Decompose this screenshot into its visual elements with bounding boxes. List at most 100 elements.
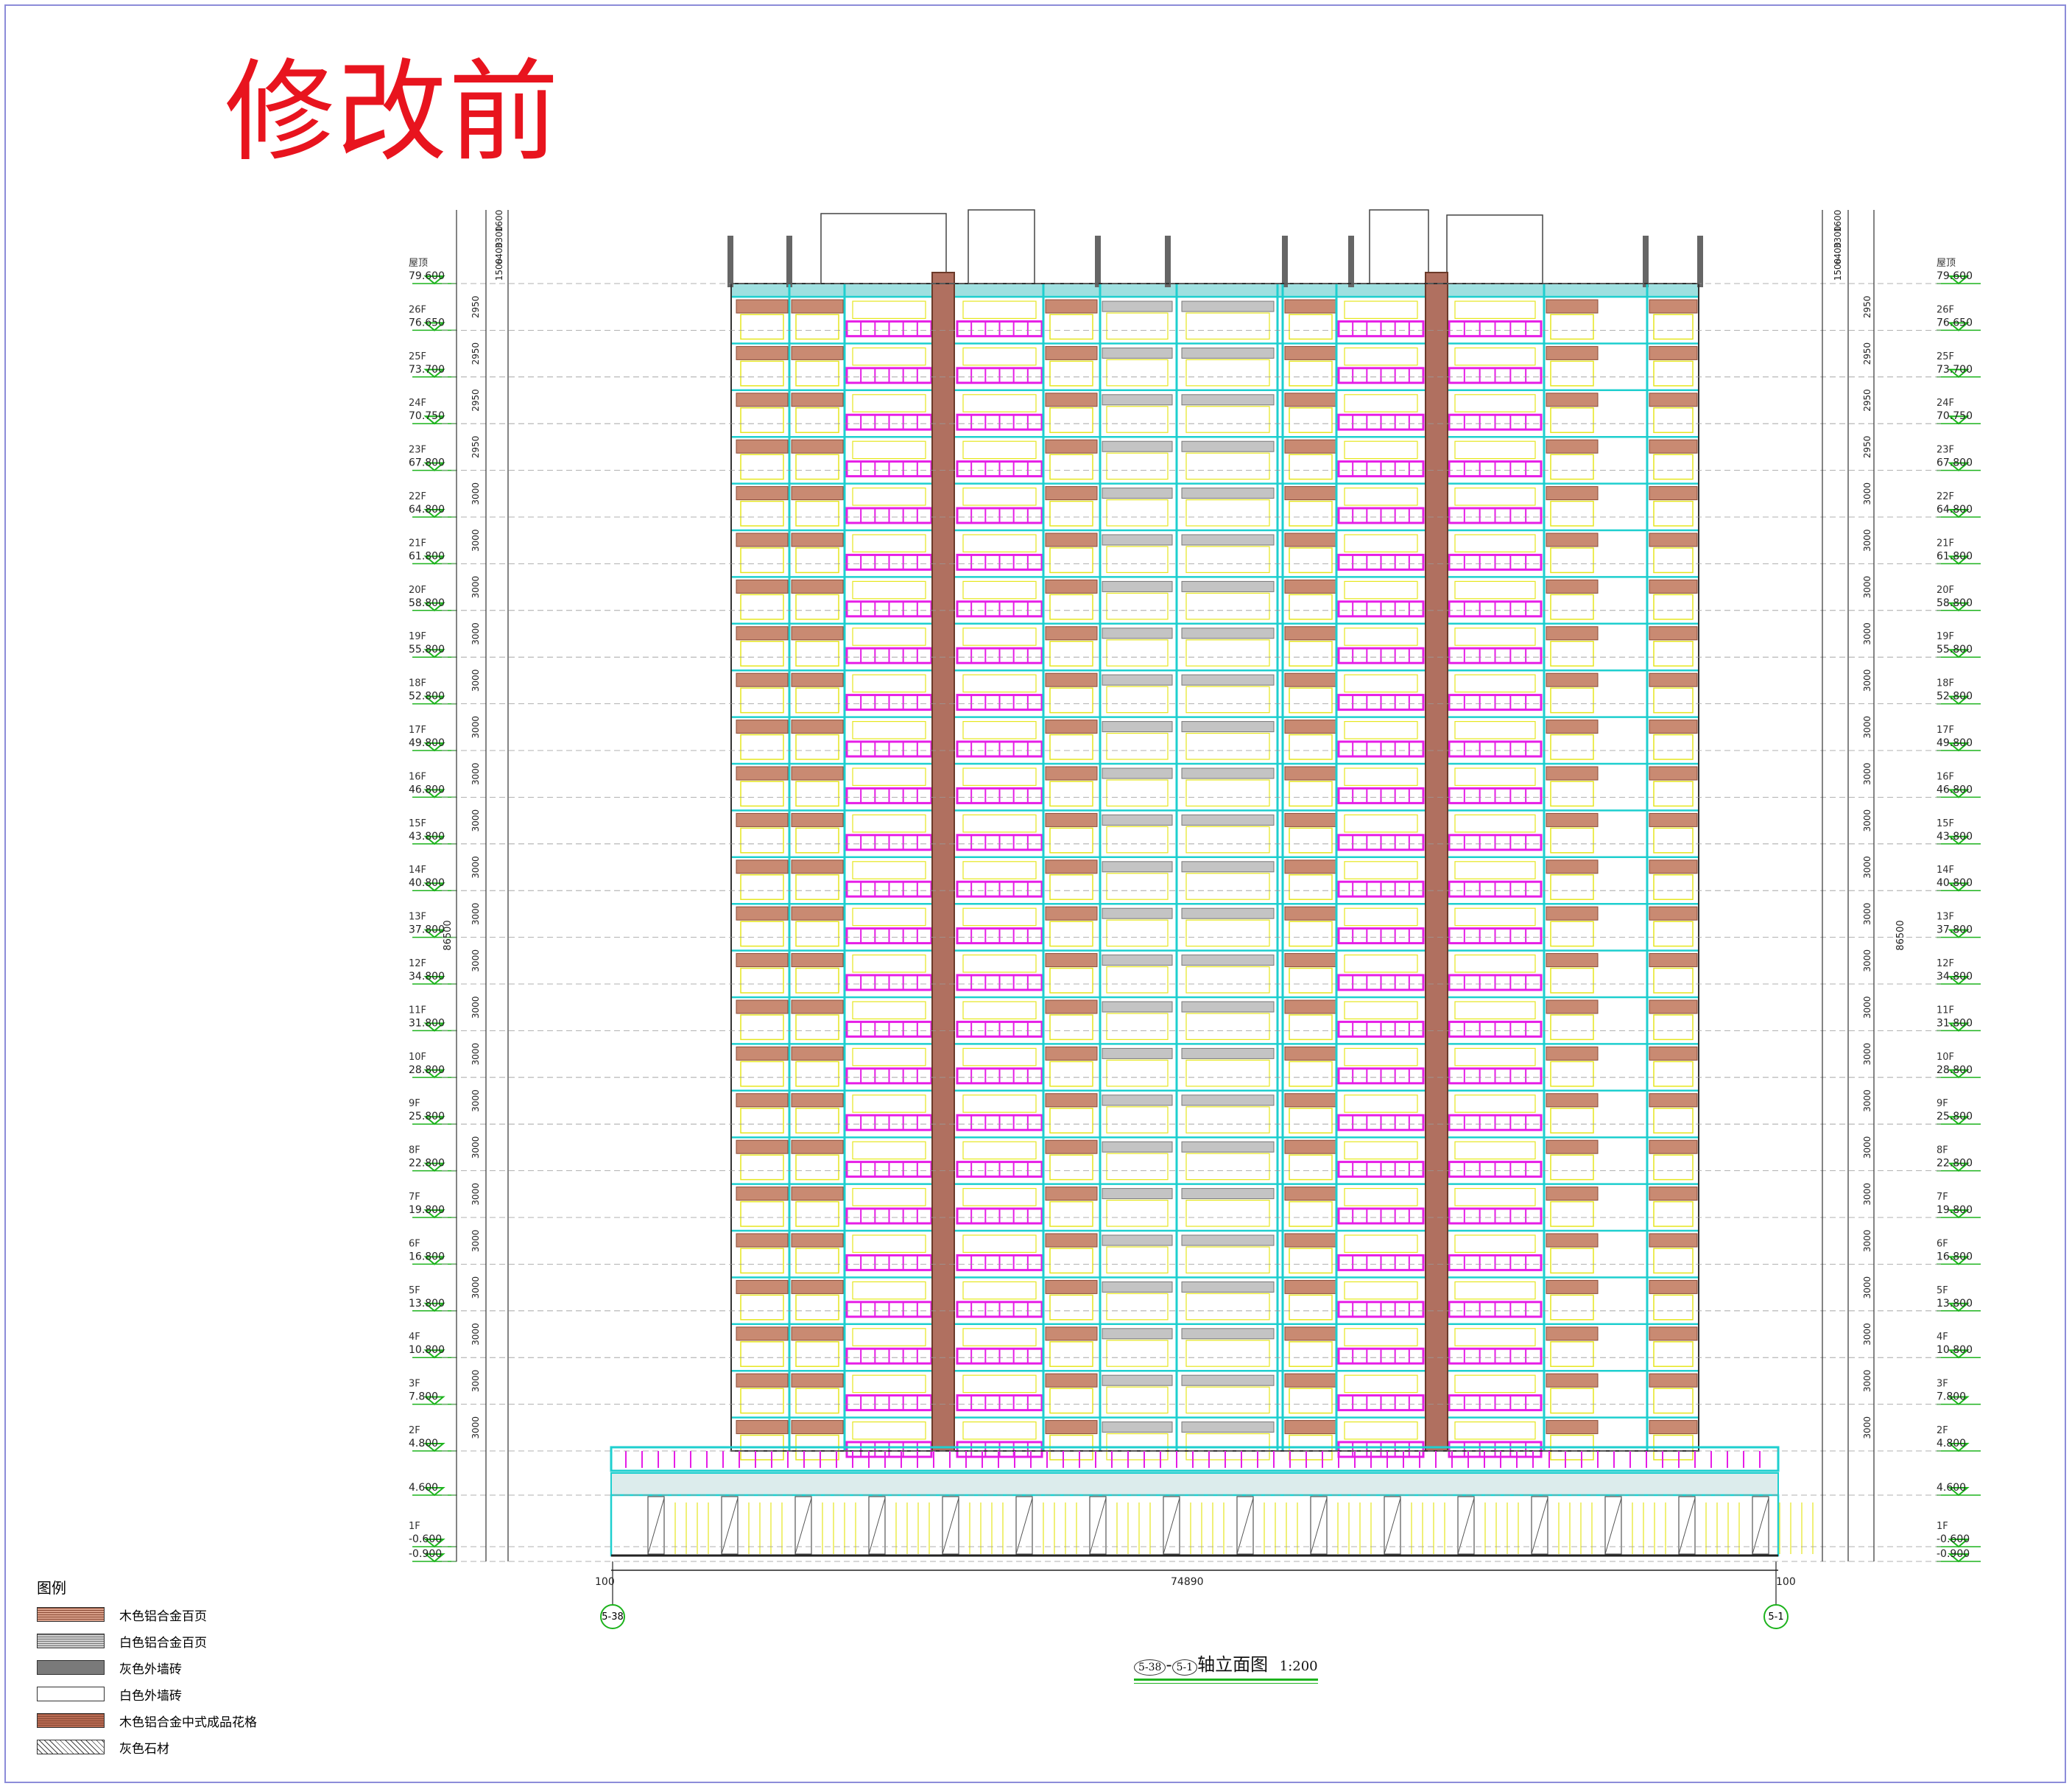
legend-label: 白色铝合金百页 — [119, 1635, 207, 1651]
level-marker — [1948, 649, 1970, 658]
window-frame — [1550, 1014, 1594, 1041]
wood-louver — [1045, 1373, 1098, 1388]
floor-height-label: 2950 — [1862, 389, 1872, 412]
floor-elevation-label: 31.800 — [409, 1017, 445, 1029]
wood-louver — [791, 1093, 844, 1108]
window-frame — [740, 1248, 784, 1274]
window-frame — [1653, 1201, 1694, 1227]
caption-axis-to: 5-1 — [1171, 1659, 1198, 1676]
window-frame — [1344, 440, 1418, 460]
floor-elevation-label: 76.650 — [409, 317, 445, 328]
wood-louver — [1284, 1139, 1337, 1154]
window-frame — [740, 1108, 784, 1133]
window-frame — [852, 1047, 926, 1066]
floor-height-label: 3000 — [471, 809, 481, 832]
window-frame — [1344, 394, 1418, 412]
floor-height-label: 3000 — [1862, 949, 1872, 972]
floor-elevation-label: 73.700 — [409, 364, 445, 376]
level-marker — [1948, 1069, 1970, 1079]
grey-louver — [1181, 861, 1275, 873]
floor-height-label: 3000 — [471, 856, 481, 879]
wood-louver — [1045, 720, 1098, 734]
level-marker — [423, 929, 445, 938]
floor-elevation-label: 64.800 — [409, 504, 445, 516]
window-frame — [795, 547, 839, 574]
window-frame — [1185, 1293, 1270, 1321]
window-frame — [1106, 1199, 1169, 1227]
floor-height-label: 2950 — [1862, 295, 1872, 318]
floor-elevation-label: 16.800 — [409, 1251, 445, 1262]
wood-louver — [1045, 1420, 1098, 1435]
floor-height-label: 3000 — [1862, 1323, 1872, 1346]
grey-louver — [1102, 1421, 1173, 1433]
window-frame — [1106, 1246, 1169, 1274]
floor-name-label: 20F — [409, 585, 426, 596]
wood-louver — [791, 720, 844, 734]
window-frame — [1454, 954, 1536, 973]
grey-louver — [1181, 1047, 1275, 1059]
legend-swatch — [37, 1713, 105, 1728]
wood-louver — [736, 626, 789, 641]
level-marker — [423, 275, 445, 285]
wood-louver — [1045, 1093, 1098, 1108]
wood-louver — [1546, 439, 1599, 454]
window-frame — [795, 874, 839, 900]
wood-louver — [1546, 1233, 1599, 1248]
level-marker — [423, 789, 445, 798]
wood-louver — [1649, 1187, 1698, 1201]
floor-name-label: 4F — [1937, 1332, 1948, 1343]
floor-name-label: 22F — [409, 491, 426, 502]
level-marker — [423, 509, 445, 519]
window-frame — [1454, 1281, 1536, 1300]
legend-item: 灰色外墙砖 — [37, 1659, 182, 1677]
window-frame — [1049, 1388, 1093, 1414]
top-dimension-label: 1500 — [494, 259, 504, 281]
window-frame — [1106, 1106, 1169, 1133]
stone-column — [1236, 1496, 1254, 1555]
window-frame — [1454, 580, 1536, 600]
level-marker — [423, 368, 445, 379]
level-marker — [1948, 275, 1970, 285]
floor-height-label: 3000 — [471, 622, 481, 645]
level-marker — [423, 882, 445, 892]
window-frame — [1344, 1234, 1418, 1253]
window-frame — [795, 1201, 839, 1227]
wood-louver — [791, 486, 844, 501]
window-frame — [852, 1281, 926, 1300]
window-frame — [962, 1328, 1037, 1346]
window-frame — [852, 674, 926, 693]
top-dimension-label: 1600 — [494, 210, 504, 233]
window-frame — [1550, 781, 1594, 807]
window-frame — [1653, 734, 1694, 760]
floor-elevation-label: 67.800 — [1937, 457, 1973, 469]
wood-louver — [736, 1233, 789, 1248]
window-frame — [1550, 641, 1594, 667]
wood-louver — [1546, 812, 1599, 827]
window-frame — [1106, 779, 1169, 807]
window-frame — [1550, 360, 1594, 387]
window-frame — [1289, 734, 1333, 760]
legend-item: 木色铝合金中式成品花格 — [37, 1712, 257, 1730]
wood-louver — [1649, 1046, 1698, 1061]
floor-height-label: 3000 — [471, 1416, 481, 1439]
window-frame — [1344, 580, 1418, 600]
caption-underline-thin — [1134, 1683, 1318, 1684]
window-frame — [740, 921, 784, 947]
wood-louver — [1284, 533, 1337, 547]
level-marker — [1948, 1162, 1970, 1172]
top-dimension-label: 3300 — [494, 226, 504, 249]
window-frame — [852, 394, 926, 412]
window-frame — [852, 1001, 926, 1019]
floor-elevation-label: 34.800 — [409, 971, 445, 983]
floor-elevation-label: 19.800 — [409, 1204, 445, 1216]
window-frame — [962, 814, 1037, 833]
floor-height-label: 3000 — [1862, 996, 1872, 1019]
floor-name-label: 11F — [1937, 1005, 1954, 1016]
floor-elevation-label: -0.900 — [1937, 1548, 1970, 1560]
floor-height-label: 3000 — [471, 669, 481, 692]
level-marker — [423, 1553, 445, 1563]
floor-name-label: 6F — [409, 1238, 420, 1249]
grey-louver — [1102, 534, 1173, 546]
window-frame — [1344, 861, 1418, 879]
